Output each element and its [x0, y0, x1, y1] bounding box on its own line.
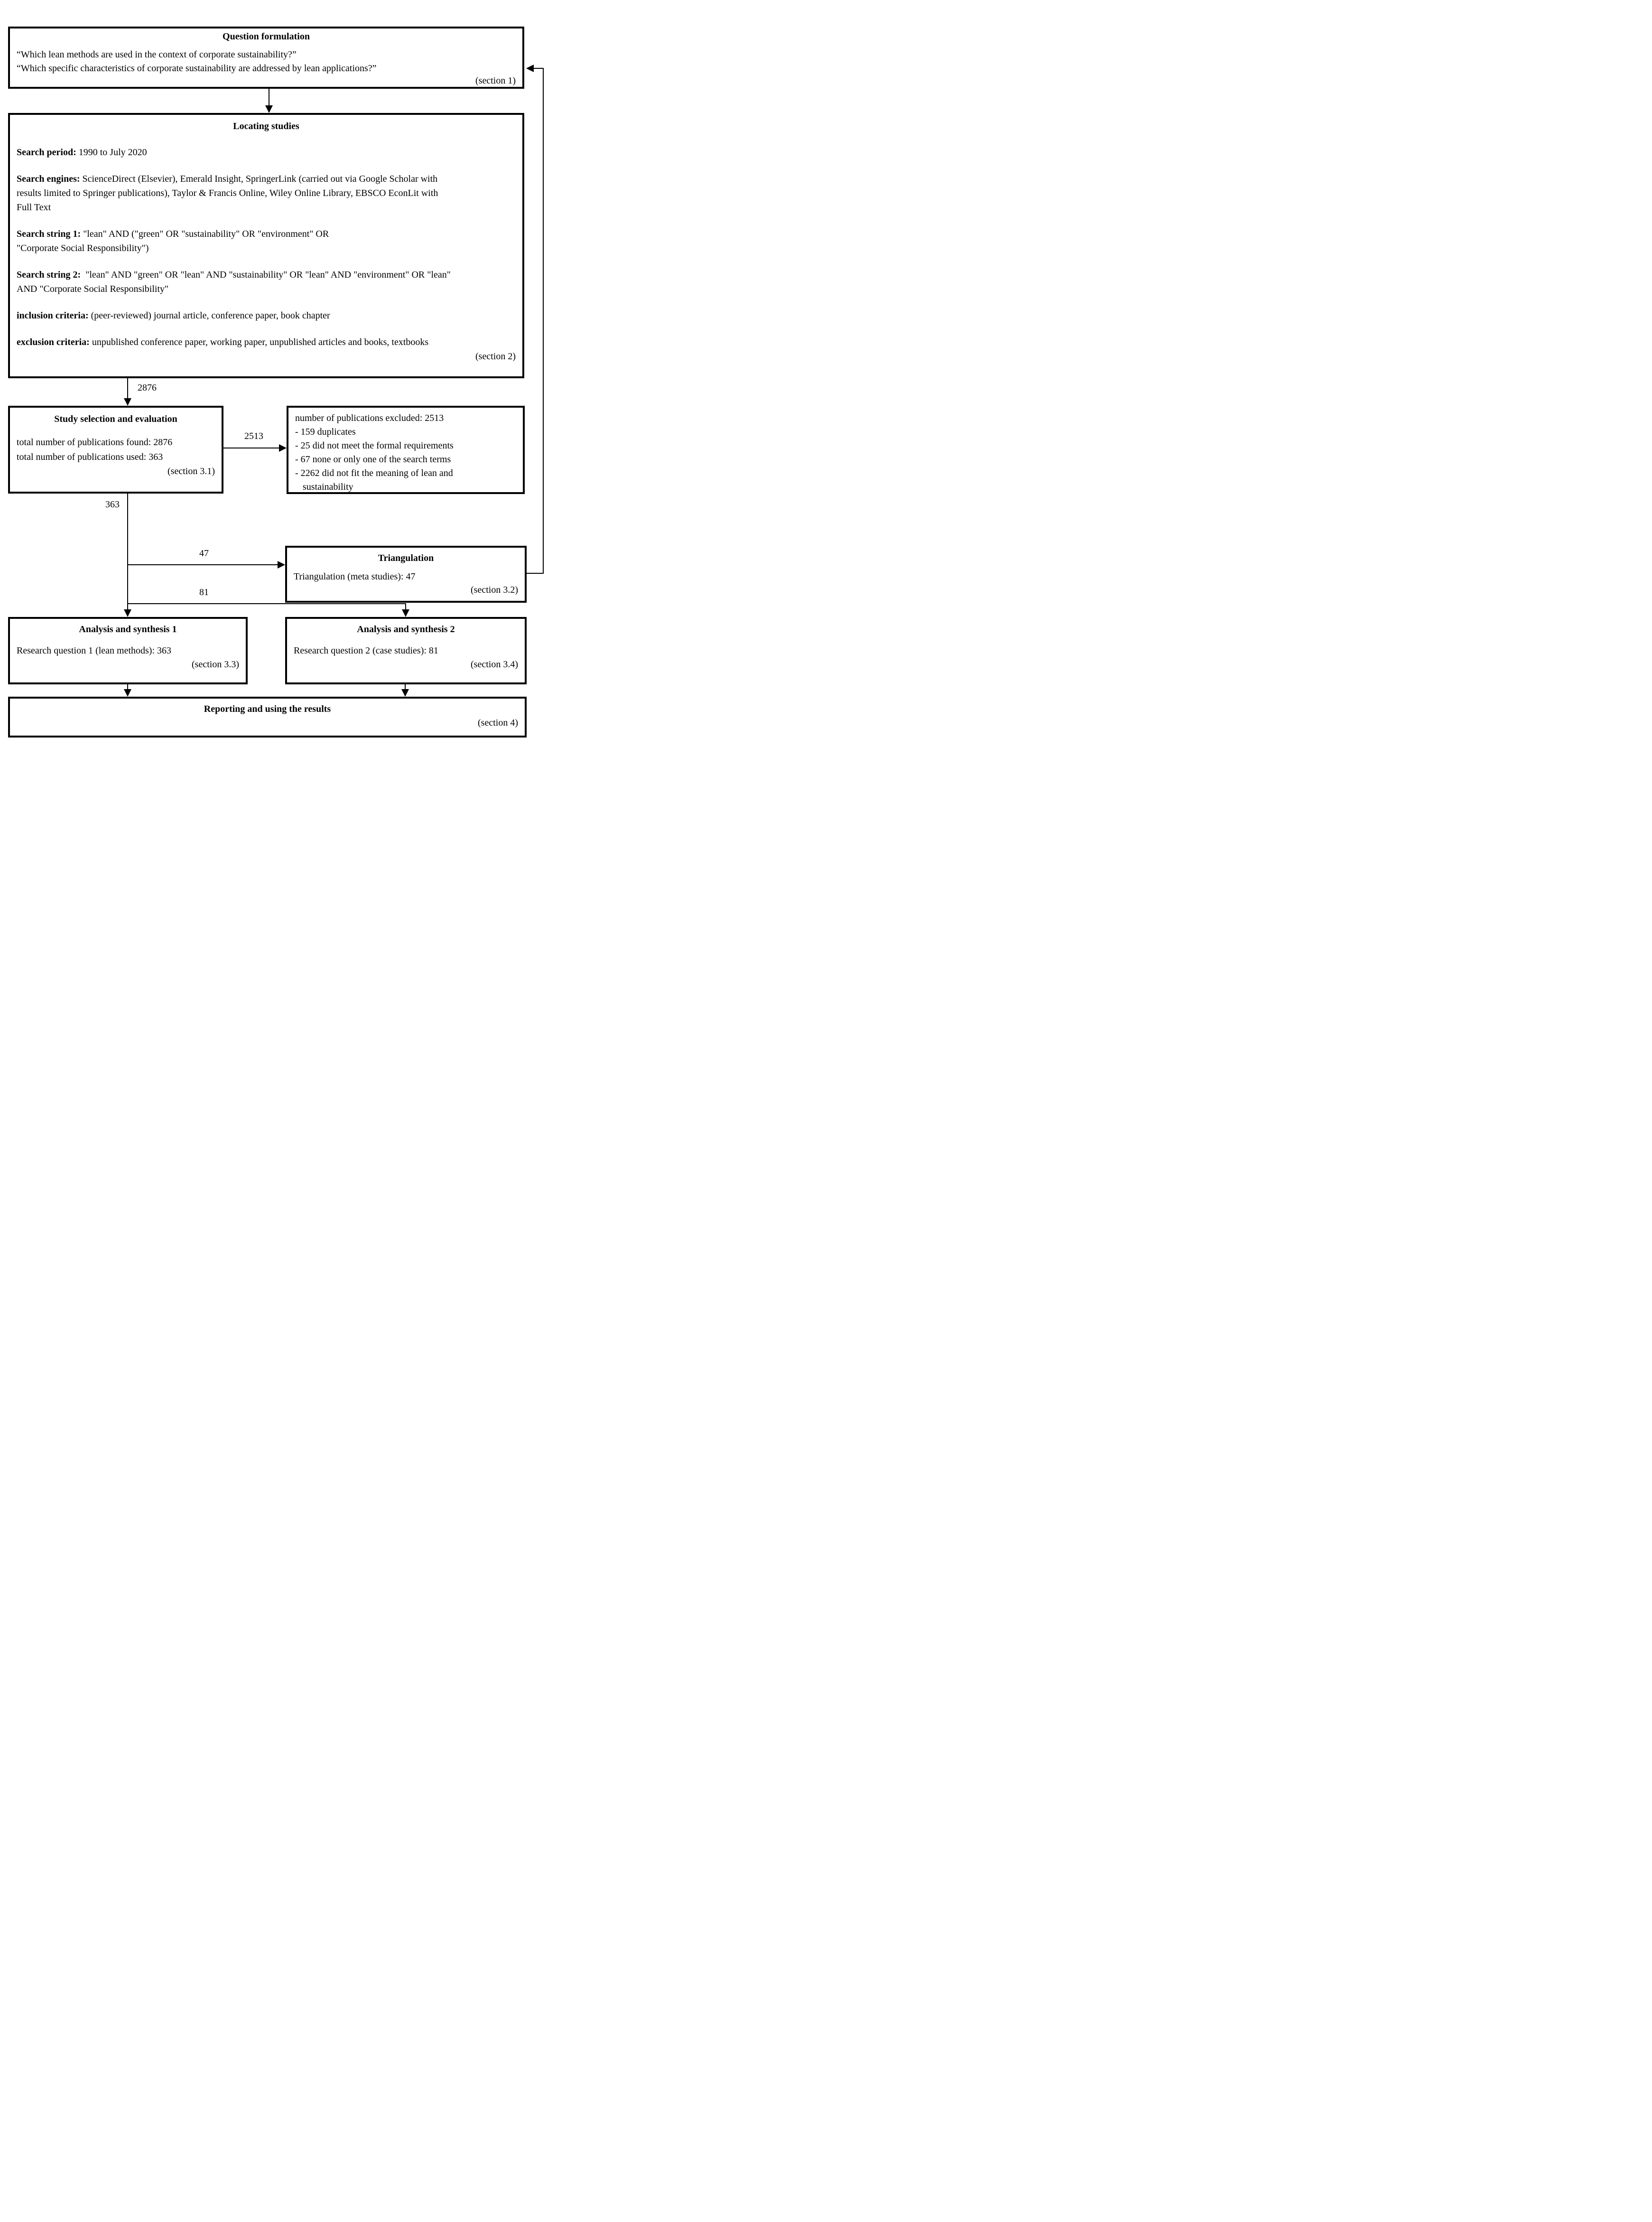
research-question-1-result-line: Research question 1 (lean methods): 363 [17, 645, 172, 656]
search-period-label: Search period: [17, 147, 76, 158]
arrow-label-used-count: 363 [105, 499, 120, 510]
section-1-ref: (section 1) [475, 75, 516, 86]
publications-excluded-box: number of publications excluded: 2513 - … [287, 406, 525, 494]
flow-diagram: Question formulation “Which lean methods… [0, 0, 551, 741]
publications-found-line: total number of publications found: 2876 [17, 437, 173, 448]
arrow-label-triangulation-count: 47 [199, 548, 209, 559]
search-string-1-line-2: "Corporate Social Responsibility") [17, 243, 149, 253]
inclusion-criteria-label: inclusion criteria: [17, 310, 89, 321]
search-string-1-label: Search string 1: [17, 229, 81, 239]
connector-selection-to-analysis2 [128, 603, 406, 604]
arrowhead-left [526, 65, 534, 72]
exclusion-criteria-line: exclusion criteria: unpublished conferen… [10, 335, 522, 349]
search-engines-label: Search engines: [17, 174, 80, 184]
connector-selection-to-triangulation [128, 564, 278, 565]
section-4-ref: (section 4) [478, 718, 518, 728]
arrowhead-right [278, 561, 285, 569]
question-formulation-box: Question formulation “Which lean methods… [8, 27, 524, 89]
exclusion-criteria-label: exclusion criteria: [17, 337, 90, 347]
connector-feedback-vertical [543, 68, 544, 574]
inclusion-criteria-line: inclusion criteria: (peer-reviewed) jour… [10, 308, 522, 323]
arrowhead-right [279, 444, 287, 452]
search-engines-line-2: results limited to Springer publications… [17, 188, 438, 198]
triangulation-meta-studies-line: Triangulation (meta studies): 47 [294, 571, 416, 582]
research-question-2-result-line: Research question 2 (case studies): 81 [294, 645, 438, 656]
connector-locating-to-selection [127, 378, 128, 399]
analysis-synthesis-1-box: Analysis and synthesis 1 Research questi… [8, 617, 248, 684]
search-engines-line-3: Full Text [17, 202, 51, 213]
connector-analysis1-to-reporting [127, 684, 128, 690]
search-string-1-value: "lean" AND ("green" OR "sustainability" … [81, 229, 329, 239]
search-string-2-value: "lean" AND "green" OR "lean" AND "sustai… [81, 270, 451, 280]
excluded-item-formal-requirements: - 25 did not meet the formal requirement… [295, 440, 454, 451]
triangulation-title: Triangulation [378, 553, 434, 563]
section-2-ref: (section 2) [475, 351, 516, 362]
excluded-total-line: number of publications excluded: 2513 [295, 413, 444, 423]
search-period-value: 1990 to July 2020 [76, 147, 147, 158]
arrow-label-found-count: 2876 [138, 383, 157, 393]
analysis-synthesis-2-title: Analysis and synthesis 2 [357, 624, 455, 635]
search-string-2-label: Search string 2: [17, 270, 81, 280]
arrowhead-down [402, 609, 409, 617]
connector-feedback-top [534, 68, 544, 69]
arrowhead-down [124, 689, 131, 697]
study-selection-box: Study selection and evaluation total num… [8, 406, 223, 494]
connector-selection-to-analysis1 [127, 494, 128, 610]
analysis-synthesis-1-title: Analysis and synthesis 1 [79, 624, 177, 635]
section-3-1-ref: (section 3.1) [167, 466, 215, 476]
search-string-2-line-1: Search string 2: "lean" AND "green" OR "… [10, 268, 522, 282]
section-3-3-ref: (section 3.3) [192, 659, 239, 670]
triangulation-box: Triangulation Triangulation (meta studie… [285, 546, 527, 603]
arrowhead-down [265, 105, 273, 113]
search-period-line: Search period: 1990 to July 2020 [10, 145, 522, 159]
excluded-item-search-terms: - 67 none or only one of the search term… [295, 454, 451, 465]
arrow-label-excluded-count: 2513 [244, 431, 263, 441]
arrow-label-case-studies-count: 81 [199, 587, 209, 598]
search-engines-line-1: Search engines: ScienceDirect (Elsevier)… [10, 172, 522, 186]
search-string-2-line-2: AND "Corporate Social Responsibility" [17, 284, 169, 294]
locating-studies-title: Locating studies [233, 121, 299, 131]
question-formulation-title: Question formulation [223, 31, 310, 42]
section-3-4-ref: (section 3.4) [471, 659, 518, 670]
connector-selection-to-analysis2-drop [405, 603, 406, 610]
analysis-synthesis-2-box: Analysis and synthesis 2 Research questi… [285, 617, 527, 684]
research-question-1-text: “Which lean methods are used in the cont… [17, 49, 297, 60]
locating-studies-box: Locating studies Search period: 1990 to … [8, 113, 524, 378]
excluded-item-meaning-line-2: sustainability [303, 482, 353, 492]
excluded-item-meaning-line-1: - 2262 did not fit the meaning of lean a… [295, 468, 453, 478]
study-selection-title: Study selection and evaluation [54, 414, 177, 424]
exclusion-criteria-value: unpublished conference paper, working pa… [89, 337, 429, 347]
research-question-2-text: “Which specific characteristics of corpo… [17, 63, 377, 74]
excluded-item-duplicates: - 159 duplicates [295, 427, 356, 437]
section-3-2-ref: (section 3.2) [471, 585, 518, 595]
inclusion-criteria-value: (peer-reviewed) journal article, confere… [88, 310, 330, 321]
connector-feedback-bottom [527, 573, 544, 574]
arrowhead-down [124, 609, 131, 617]
connector-analysis2-to-reporting [405, 684, 406, 690]
search-string-1-line-1: Search string 1: "lean" AND ("green" OR … [10, 227, 522, 241]
reporting-title: Reporting and using the results [204, 704, 331, 714]
arrowhead-down [124, 398, 131, 406]
reporting-box: Reporting and using the results (section… [8, 697, 527, 738]
publications-used-line: total number of publications used: 363 [17, 452, 163, 462]
arrowhead-down [401, 689, 409, 697]
search-engines-value-1: ScienceDirect (Elsevier), Emerald Insigh… [80, 174, 438, 184]
